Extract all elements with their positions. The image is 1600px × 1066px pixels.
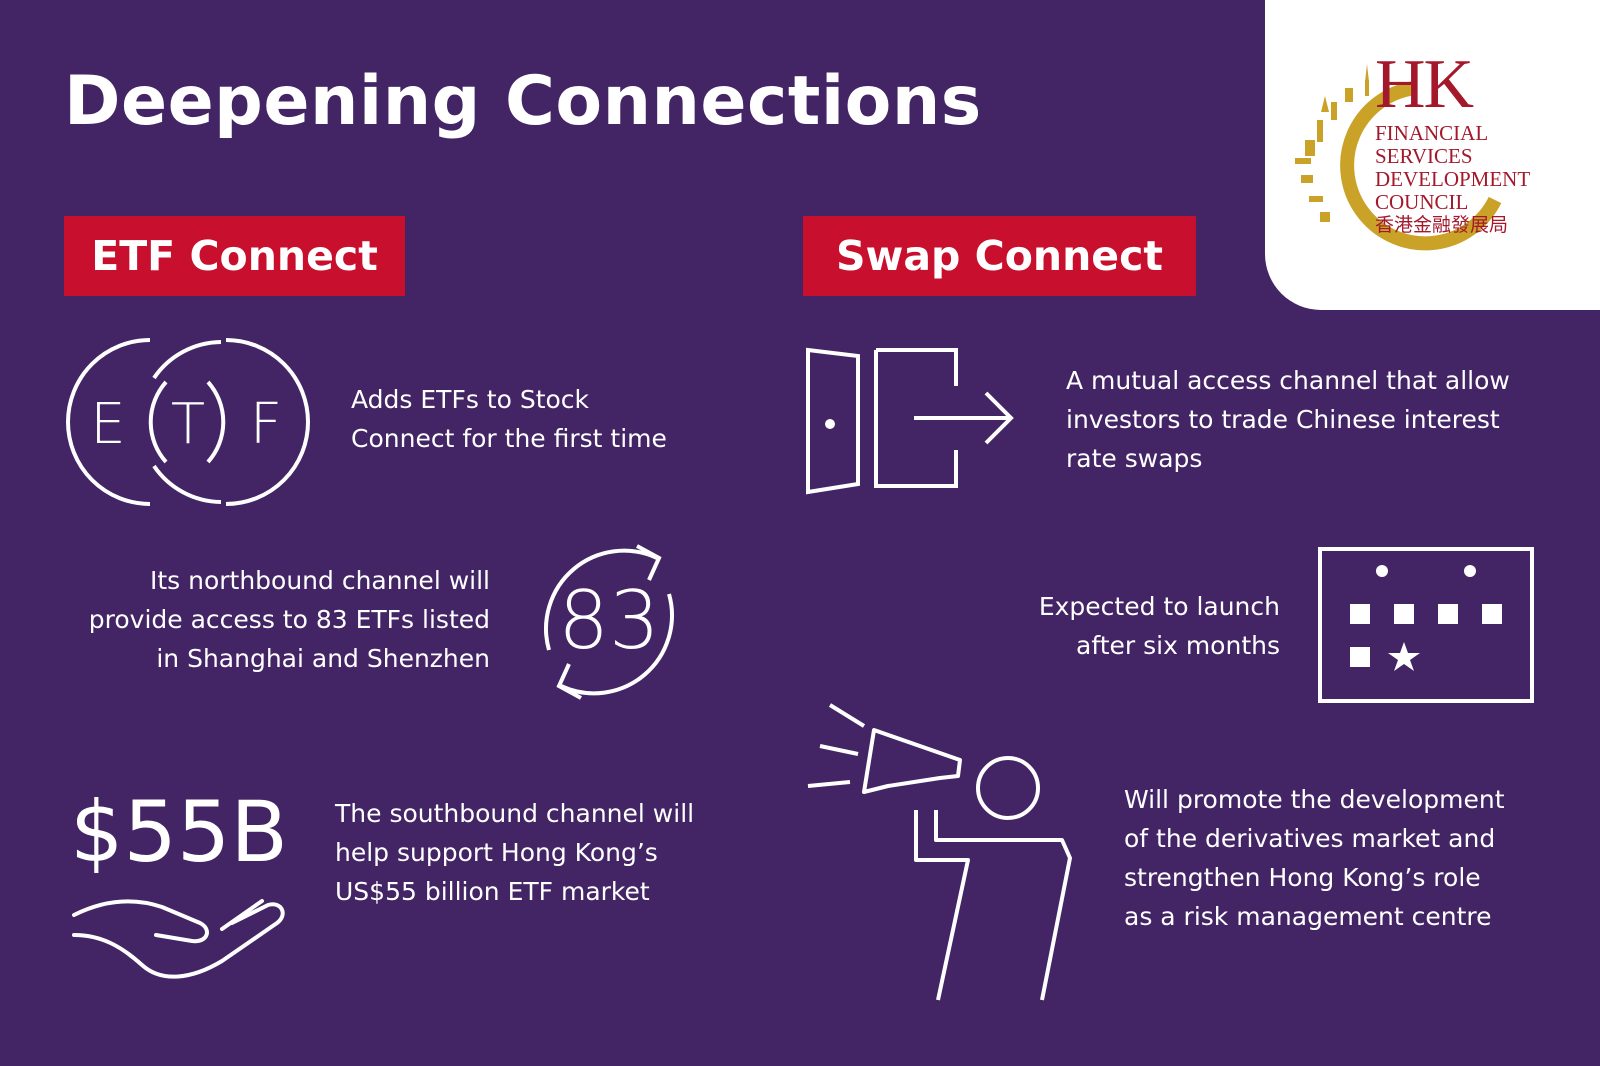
hkfsdc-logo: HK FINANCIAL SERVICES DEVELOPMENT COUNCI… bbox=[1265, 0, 1600, 310]
logo-chinese: 香港金融發展局 bbox=[1375, 215, 1509, 236]
hand-money-icon bbox=[72, 899, 285, 979]
logo-line: FINANCIAL bbox=[1375, 121, 1489, 145]
swap-item-3-text: Will promote the development of the deri… bbox=[1124, 785, 1505, 931]
refresh-number: 83 bbox=[558, 574, 660, 667]
swap-item-1-text: A mutual access channel that allow inves… bbox=[1066, 366, 1510, 473]
logo-line: DEVELOPMENT bbox=[1375, 167, 1531, 191]
etf-letters-icon: E T F bbox=[66, 338, 310, 506]
logo-mark: HK bbox=[1375, 46, 1474, 123]
skyline-ring-icon bbox=[1295, 64, 1502, 251]
etf-item-3-text: The southbound channel will help support… bbox=[335, 799, 695, 906]
etf-item-2-text: Its northbound channel will provide acce… bbox=[88, 566, 490, 673]
amount-55b: $55B bbox=[70, 783, 288, 881]
logo-line: SERVICES bbox=[1375, 144, 1473, 168]
etf-connect-heading: ETF Connect bbox=[64, 216, 405, 296]
etf-letter-e: E bbox=[90, 392, 125, 457]
swap-connect-heading: Swap Connect bbox=[803, 216, 1196, 296]
logo-line: COUNCIL bbox=[1375, 190, 1469, 214]
etf-letter-t: T bbox=[171, 392, 205, 457]
etf-item-1-text: Adds ETFs to Stock Connect for the first… bbox=[351, 385, 667, 453]
calendar-star-icon bbox=[1318, 547, 1534, 703]
etf-letter-f: F bbox=[250, 392, 282, 457]
page-title: Deepening Connections bbox=[64, 62, 982, 141]
refresh-83-icon: 83 bbox=[544, 544, 674, 700]
megaphone-person-icon bbox=[807, 703, 1072, 1001]
door-exit-icon bbox=[806, 347, 1014, 495]
swap-item-2-text: Expected to launch after six months bbox=[1038, 592, 1280, 660]
